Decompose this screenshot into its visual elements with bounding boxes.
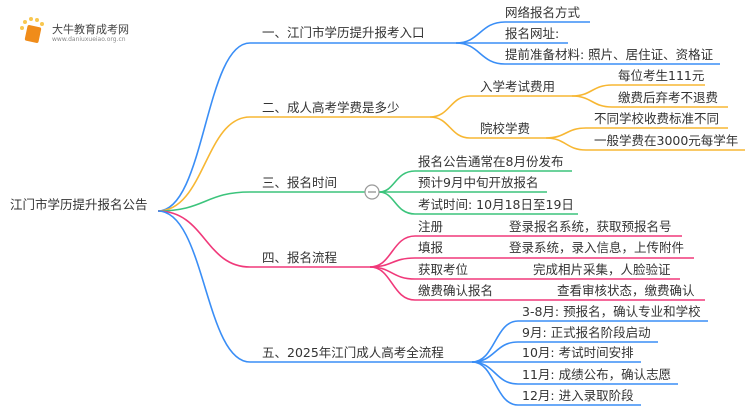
branch-3-node[interactable]: 三、报名时间 xyxy=(262,175,338,190)
branch-4-node[interactable]: 四、报名流程 xyxy=(262,250,338,265)
branch-5-child[interactable]: 9月: 正式报名阶段启动 xyxy=(522,325,651,340)
branch-4-step[interactable]: 注册 xyxy=(418,219,444,234)
branch-2-sub[interactable]: 院校学费 xyxy=(480,121,531,136)
branch-4-detail: 完成相片采集，人脸验证 xyxy=(533,262,671,277)
branch-1-node[interactable]: 一、江门市学历提升报考入口 xyxy=(262,25,425,40)
branch-4-step[interactable]: 缴费确认报名 xyxy=(418,283,494,298)
branch-2-lines xyxy=(157,84,745,212)
branch-3-lines xyxy=(157,170,578,215)
branch-5-lines xyxy=(157,210,708,406)
branch-2-leaf[interactable]: 不同学校收费标准不同 xyxy=(594,111,720,126)
branch-5-child[interactable]: 3-8月: 预报名，确认专业和学校 xyxy=(522,304,701,319)
branch-4-step[interactable]: 填报 xyxy=(418,240,444,255)
branch-3-child[interactable]: 考试时间: 10月18日至19日 xyxy=(418,197,574,212)
branch-4-lines xyxy=(157,210,705,301)
branch-3-child[interactable]: 预计9月中旬开放报名 xyxy=(418,175,539,190)
root-node[interactable]: 江门市学历提升报名公告 xyxy=(10,197,148,212)
branch-1-lines xyxy=(157,21,720,212)
branch-5-child[interactable]: 11月: 成绩公布，确认志愿 xyxy=(522,367,672,382)
branch-2-leaf[interactable]: 一般学费在3000元每学年 xyxy=(594,133,739,148)
logo-title: 大牛教育成考网 xyxy=(52,23,129,36)
branch-5-child[interactable]: 10月: 考试时间安排 xyxy=(522,345,634,360)
branch-2-node[interactable]: 二、成人高考学费是多少 xyxy=(262,100,400,115)
branch-4-step[interactable]: 获取考位 xyxy=(418,262,469,277)
branch-1-child[interactable]: 报名网址: xyxy=(505,26,560,41)
branch-2-leaf[interactable]: 每位考生111元 xyxy=(618,68,705,83)
branch-4-detail: 登录系统，录入信息，上传附件 xyxy=(509,240,685,255)
branch-2-sub[interactable]: 入学考试费用 xyxy=(480,79,556,94)
branch-5-child[interactable]: 12月: 进入录取阶段 xyxy=(522,388,634,403)
logo-icon xyxy=(18,16,48,50)
branch-5-node[interactable]: 五、2025年江门成人高考全流程 xyxy=(262,345,444,360)
branch-4-detail: 登录报名系统，获取预报名号 xyxy=(509,219,672,234)
branch-2-leaf[interactable]: 缴费后弃考不退费 xyxy=(618,90,719,105)
branch-1-child[interactable]: 提前准备材料: 照片、居住证、资格证 xyxy=(505,47,714,62)
branch-3-child[interactable]: 报名公告通常在8月份发布 xyxy=(418,154,564,169)
branch-4-detail: 查看审核状态，缴费确认 xyxy=(557,283,695,298)
logo-url: www.daniuxueiao.org.cn xyxy=(52,36,126,43)
branch-1-child[interactable]: 网络报名方式 xyxy=(505,5,581,20)
